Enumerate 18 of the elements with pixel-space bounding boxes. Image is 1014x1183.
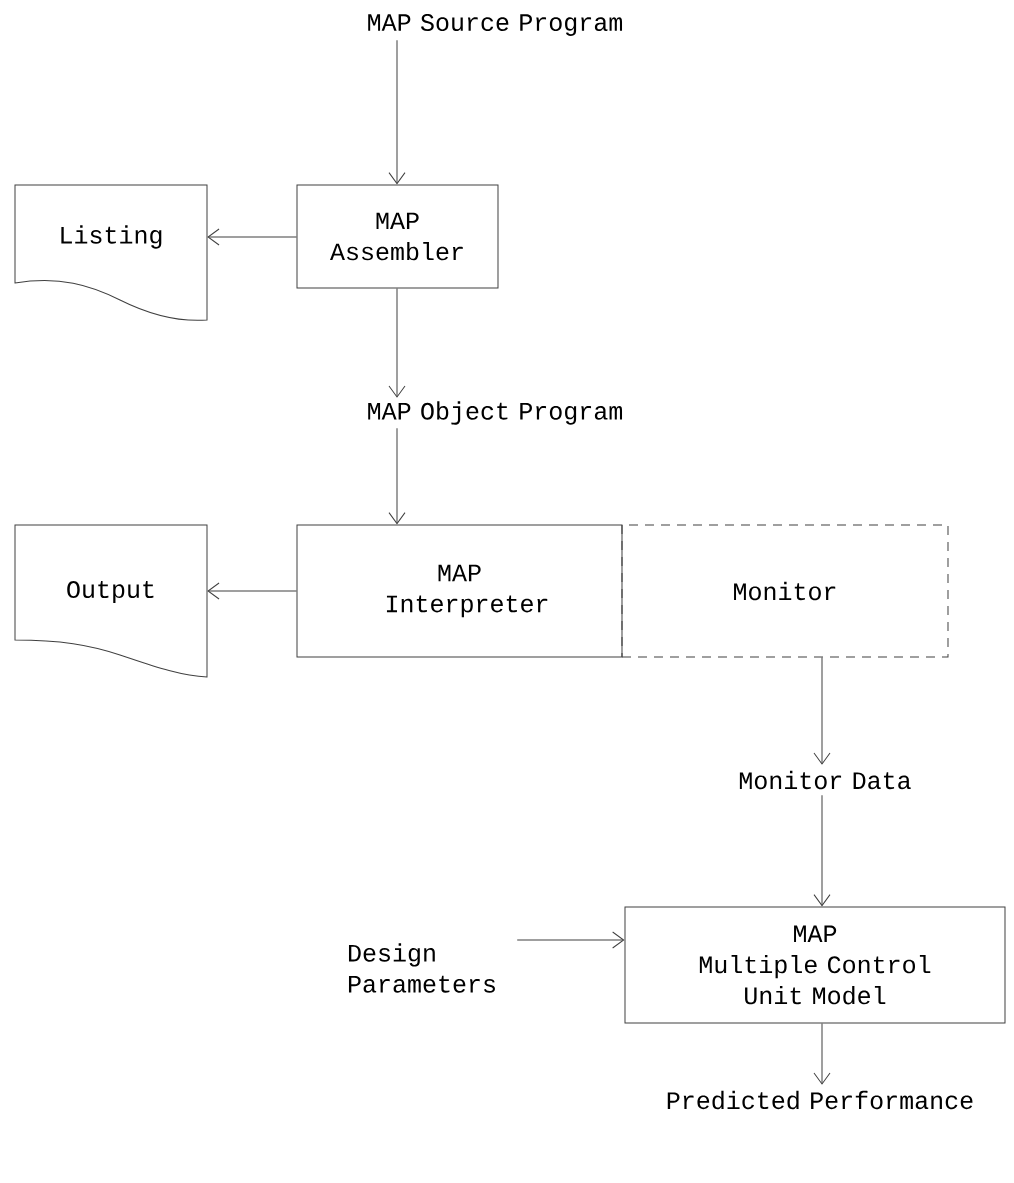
arrow (813, 794, 831, 907)
arrow (388, 288, 406, 398)
arrow (813, 1023, 831, 1085)
process-box: MAP Assembler (296, 184, 499, 289)
arrow (207, 582, 297, 600)
arrow (813, 657, 831, 765)
arrow (388, 39, 406, 185)
flow-text: Monitor Data (739, 770, 911, 790)
arrow (207, 228, 297, 246)
flow-text: Predicted Performance (667, 1090, 973, 1110)
arrow (388, 427, 406, 525)
flow-text: MAP Object Program (368, 401, 622, 425)
flow-text: Design Parameters (349, 943, 495, 993)
process-box: MAP Multiple Control Unit Model (624, 906, 1006, 1024)
process-box: Monitor (621, 524, 949, 658)
process-box: MAP Interpreter (296, 524, 623, 658)
flow-text: MAP Source Program (368, 14, 622, 36)
arrow (516, 931, 625, 949)
